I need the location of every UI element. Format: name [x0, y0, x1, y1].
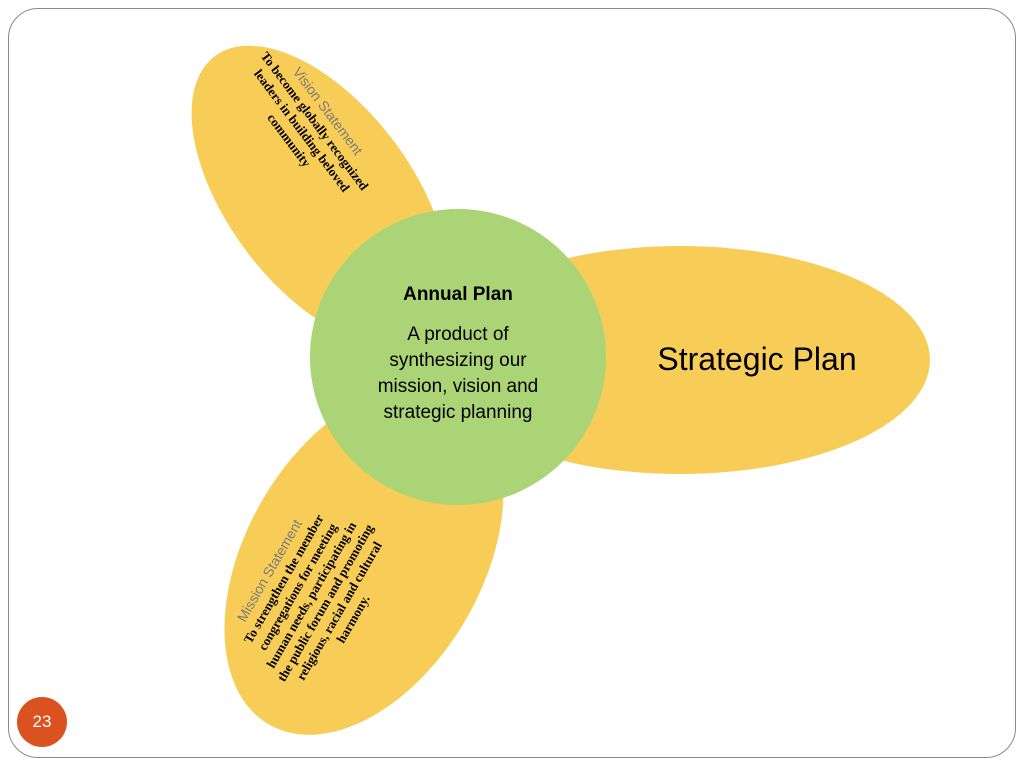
strategic-plan-label: Strategic Plan — [657, 341, 856, 377]
annual-plan-circle — [310, 209, 606, 505]
annual-plan-line: strategic planning — [384, 402, 533, 423]
page-number-badge: 23 — [17, 697, 67, 747]
annual-plan-line: A product of — [407, 324, 509, 345]
annual-plan-line: mission, vision and — [378, 376, 539, 397]
annual-plan-description: A product of synthesizing our mission, v… — [378, 324, 539, 423]
annual-plan-title: Annual Plan — [403, 284, 513, 305]
annual-plan-line: synthesizing our — [389, 350, 527, 371]
